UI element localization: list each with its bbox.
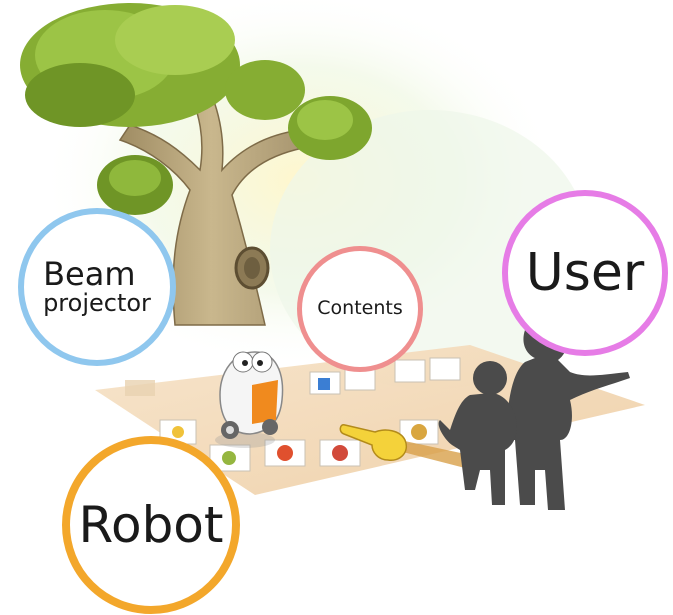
contents-label: Contents [317, 297, 403, 320]
robot-circle: Robot [62, 436, 240, 614]
contents-circle: Contents [297, 246, 423, 372]
user-circle: User [502, 190, 668, 356]
beam-label-line1: Beam [43, 254, 136, 293]
robot-icon [215, 351, 284, 448]
beam-projector-circle: Beam projector [18, 208, 176, 366]
tree-illustration [20, 3, 372, 326]
pointer-hand-icon [339, 423, 470, 468]
beam-projector-label: Beam projector [43, 254, 151, 318]
user-label: User [525, 242, 645, 303]
beam-label-line2: projector [43, 289, 151, 318]
robot-label: Robot [78, 495, 224, 554]
